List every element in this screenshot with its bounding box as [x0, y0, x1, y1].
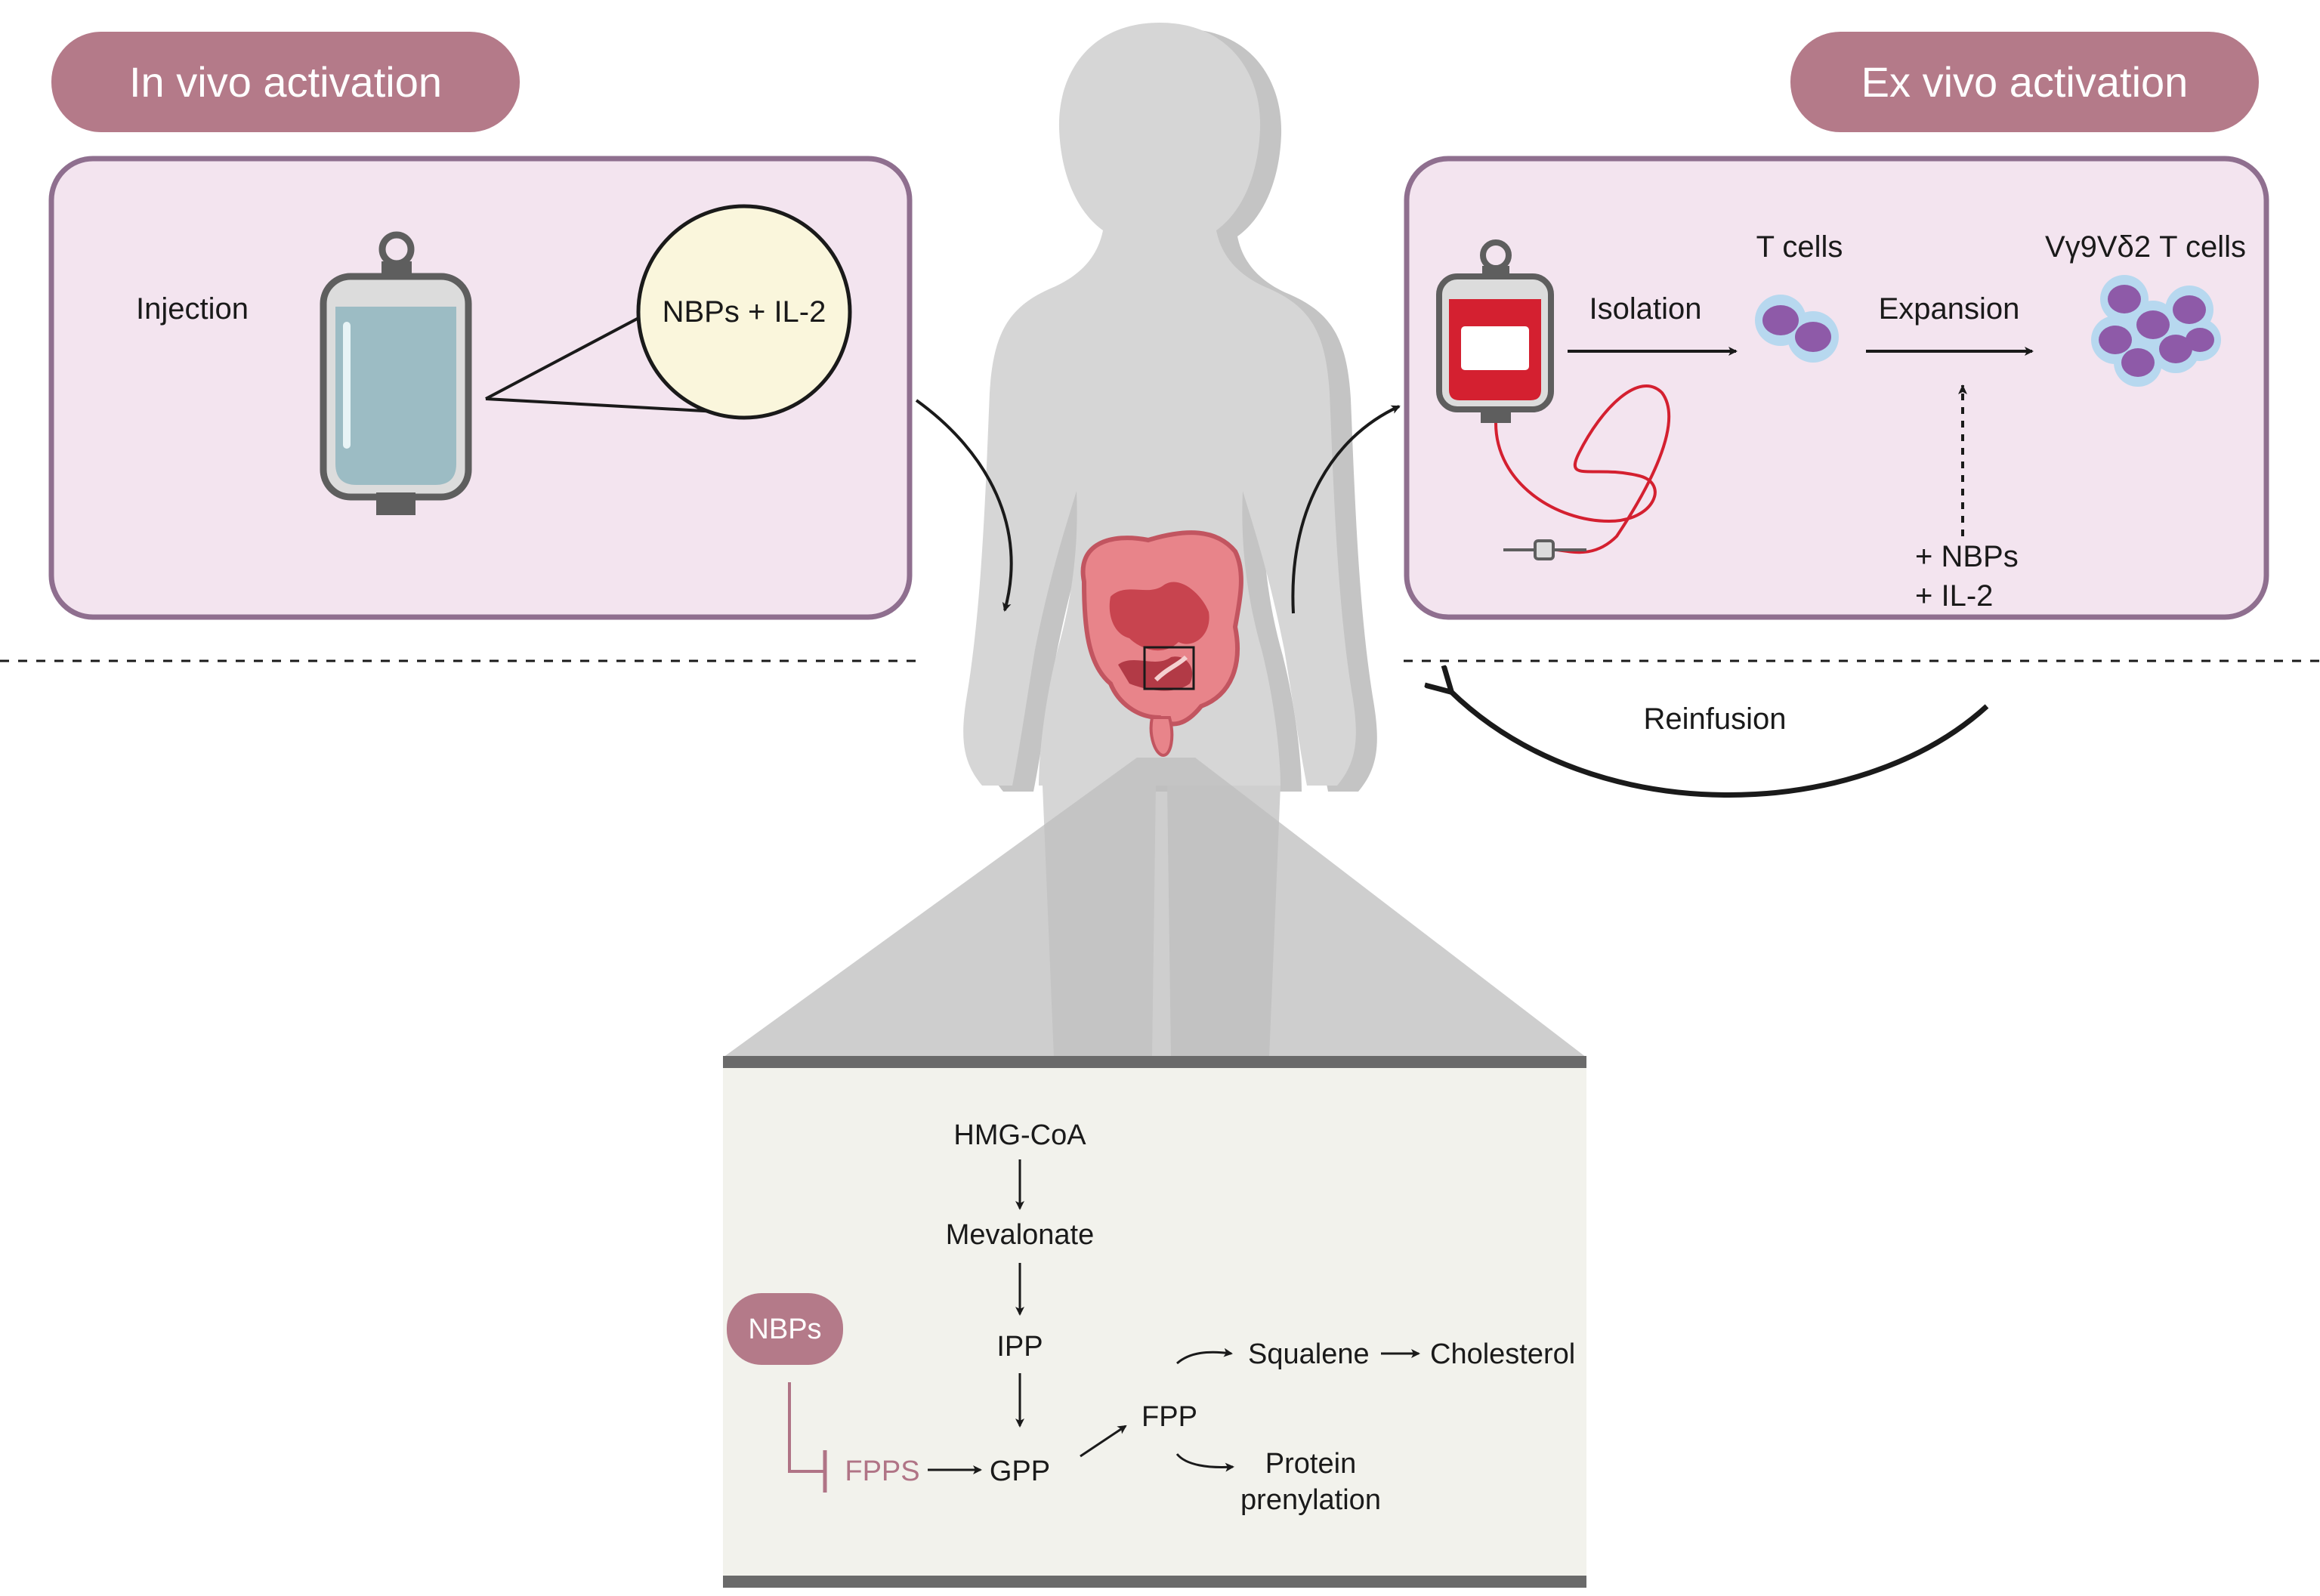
in-vivo-title: In vivo activation	[129, 58, 442, 106]
inhibition-line	[788, 1382, 825, 1473]
zoom-wedge	[723, 758, 1586, 1057]
t-cell-icon	[1755, 295, 1839, 363]
in-vivo-panel: In vivo activation Injection NBPs + IL-2	[48, 32, 913, 620]
cholesterol-label: Cholesterol	[1430, 1338, 1575, 1370]
bubble-label: NBPs + IL-2	[663, 295, 826, 329]
protein-label: Protein	[1265, 1448, 1356, 1480]
intestine-icon	[1080, 530, 1243, 758]
injection-label: Injection	[136, 292, 249, 326]
ex-vivo-panel: Ex vivo activation Isolation T cells Exp…	[1404, 32, 2269, 620]
pathway-panel: HMG-CoA Mevalonate IPP GPP FPP Squalene …	[723, 1056, 1586, 1588]
reinfusion-arrow	[1450, 691, 1989, 798]
ex-vivo-title-pill	[1790, 32, 2259, 132]
t-cells-label: T cells	[1756, 230, 1843, 264]
in-vivo-arrow	[915, 399, 1013, 612]
blood-bag-icon	[1436, 239, 1554, 423]
ipp-label: IPP	[996, 1331, 1043, 1363]
il2-add-label: + IL-2	[1915, 579, 1993, 613]
nbps-il2-bubble	[636, 204, 852, 420]
mevalonate-label: Mevalonate	[946, 1219, 1094, 1251]
to-ex-vivo-arrow	[1291, 405, 1401, 614]
iv-bag-icon	[320, 231, 472, 515]
vgamma-label: Vγ9Vδ2 T cells	[2045, 230, 2246, 264]
nbps-pill	[727, 1293, 843, 1365]
nbps-pill-label: NBPs	[748, 1314, 821, 1345]
isolation-label: Isolation	[1589, 292, 1702, 326]
gpp-label: GPP	[990, 1456, 1050, 1487]
reinfusion-label: Reinfusion	[1643, 702, 1786, 736]
fpps-label: FPPS	[845, 1456, 919, 1487]
fpp-label: FPP	[1141, 1401, 1197, 1433]
nbps-add-label: + NBPs	[1915, 540, 2019, 573]
prenylation-label: prenylation	[1240, 1484, 1381, 1516]
expansion-label: Expansion	[1879, 292, 2020, 326]
hmg-coa-label: HMG-CoA	[953, 1119, 1086, 1151]
expanded-t-cells-icon	[2091, 275, 2221, 387]
in-vivo-title-pill	[51, 32, 520, 132]
squalene-label: Squalene	[1248, 1338, 1370, 1370]
ex-vivo-title: Ex vivo activation	[1861, 58, 2189, 106]
